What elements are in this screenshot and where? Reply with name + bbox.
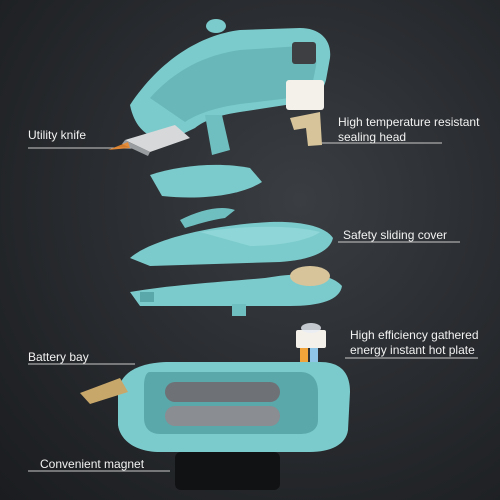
label-battery-bay: Battery bay: [28, 350, 89, 364]
label-sealing-head: High temperature resistant sealing head: [338, 115, 480, 144]
lower-frame: [130, 266, 342, 316]
battery-bay-base: [80, 362, 350, 490]
label-magnet: Convenient magnet: [40, 457, 145, 471]
top-housing: [130, 19, 331, 155]
utility-knife-blade: [108, 125, 190, 156]
middle-clip: [150, 164, 262, 228]
label-hot-plate: High efficiency gathered energy instant …: [350, 328, 479, 357]
safety-sliding-cover: [130, 221, 333, 266]
sealing-head-part: [286, 80, 324, 146]
label-utility-knife: Utility knife: [28, 128, 87, 142]
label-safety-cover: Safety sliding cover: [343, 228, 448, 242]
